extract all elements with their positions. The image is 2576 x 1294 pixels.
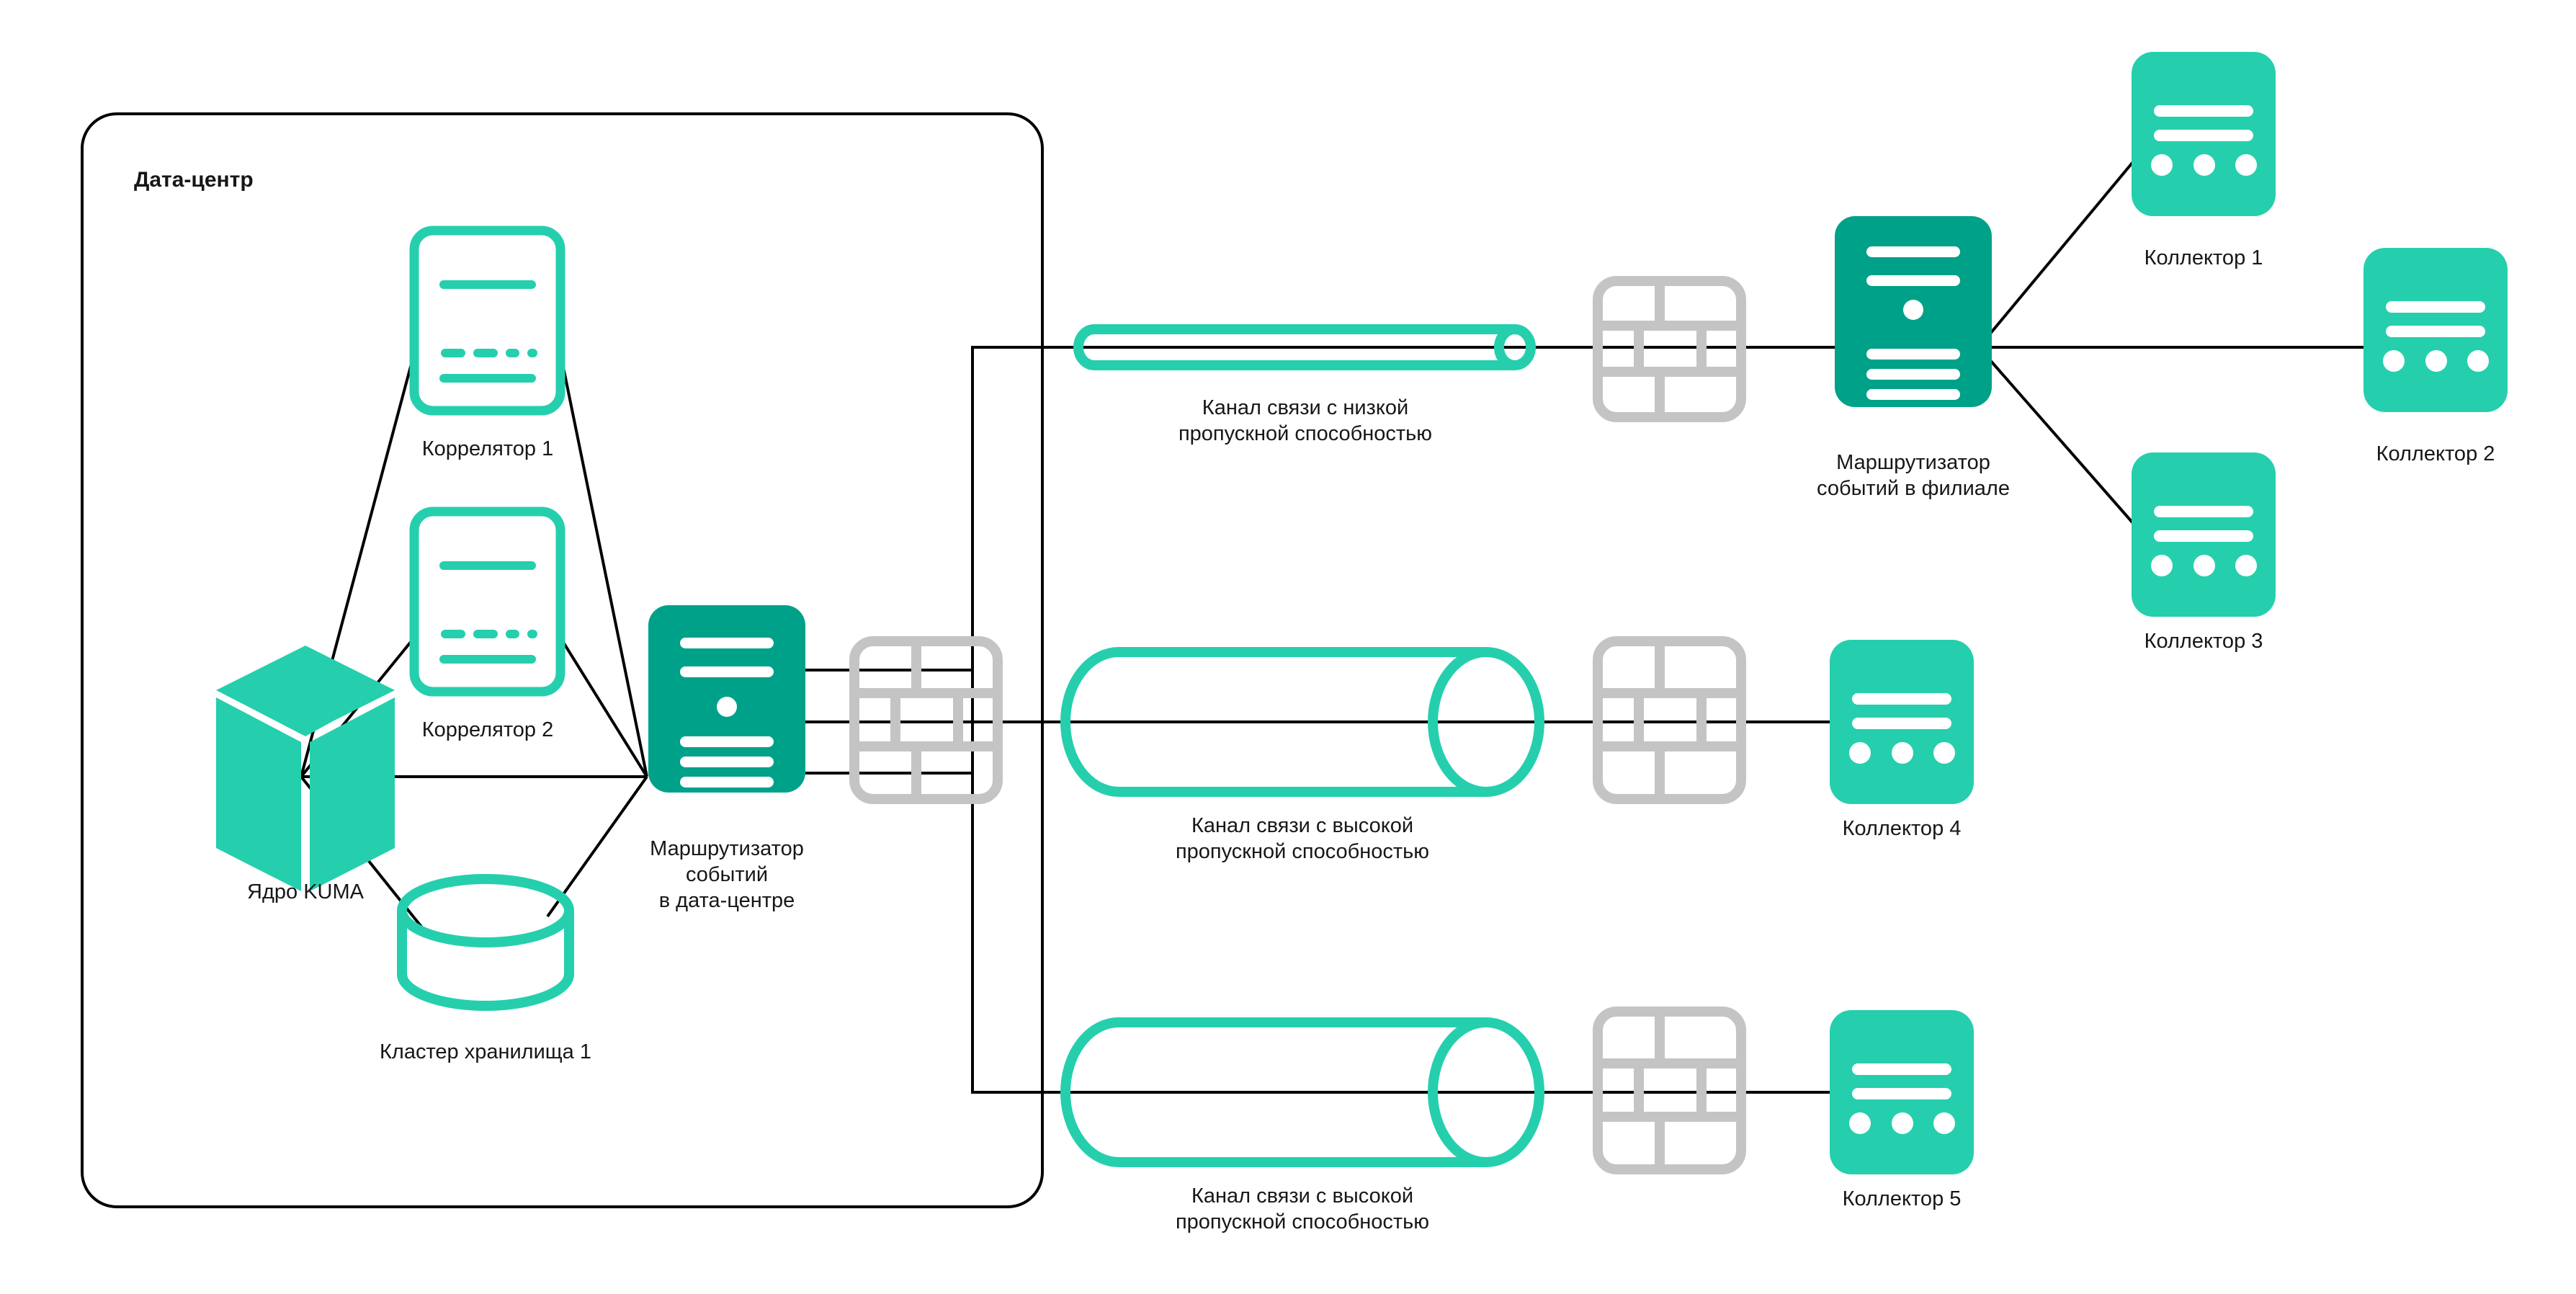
label-storage-cluster-1: Кластер хранилища 1 bbox=[380, 1040, 591, 1063]
line-to-high-channel-2 bbox=[854, 669, 1608, 1094]
correlator-icon-2 bbox=[409, 507, 565, 697]
label-channel-high-bandwidth-2: Канал связи с высокой пропускной способн… bbox=[1175, 1184, 1430, 1233]
connector-lines-branch-fan bbox=[1977, 148, 2371, 536]
connector-lines-router-firewall bbox=[805, 669, 854, 775]
collector-icon-1 bbox=[2132, 52, 2276, 216]
label-collector-3: Коллектор 3 bbox=[2144, 630, 2263, 653]
collector-icon-2 bbox=[2363, 248, 2508, 412]
line-branch-to-collector1 bbox=[1977, 148, 2145, 349]
datacenter-title: Дата-центр bbox=[134, 168, 254, 192]
label-router-branch: Маршрутизатор событий в филиале bbox=[1817, 451, 2010, 500]
database-cylinder-icon bbox=[397, 874, 574, 1011]
label-collector-1: Коллектор 1 bbox=[2144, 246, 2263, 269]
label-correlator-2: Коррелятор 2 bbox=[421, 718, 554, 741]
connector-lines-channels bbox=[854, 346, 1608, 1094]
server-router-icon-dc bbox=[648, 605, 805, 793]
label-router-dc: Маршрутизатор событий в дата-центре bbox=[650, 837, 804, 912]
wide-pipe-icon-1 bbox=[1060, 647, 1544, 797]
label-correlator-1: Коррелятор 1 bbox=[421, 437, 554, 460]
wide-pipe-icon-2 bbox=[1060, 1017, 1544, 1167]
line-correlator1-to-router bbox=[559, 352, 648, 777]
thin-pipe-icon bbox=[1073, 324, 1536, 370]
cube-icon bbox=[216, 646, 395, 891]
brick-wall-icon-branch-top bbox=[1593, 276, 1746, 422]
line-correlator2-to-router bbox=[559, 636, 648, 778]
label-channel-high-bandwidth-1: Канал связи с высокой пропускной способн… bbox=[1175, 814, 1430, 863]
label-collector-5: Коллектор 5 bbox=[1842, 1187, 1962, 1210]
server-router-icon-branch bbox=[1835, 216, 1992, 407]
line-branch-to-collector3 bbox=[1977, 346, 2145, 536]
correlator-icon-1 bbox=[409, 226, 565, 416]
brick-wall-icon-dc bbox=[849, 636, 1003, 804]
collector-icon-4 bbox=[1830, 640, 1974, 804]
label-collector-2: Коллектор 2 bbox=[2376, 442, 2495, 465]
collector-icon-3 bbox=[2132, 452, 2276, 617]
label-channel-low-bandwidth: Канал связи с низкой пропускной способно… bbox=[1178, 396, 1433, 445]
label-collector-4: Коллектор 4 bbox=[1842, 817, 1962, 840]
datacenter-boundary bbox=[81, 112, 1044, 1208]
brick-wall-icon-branch-bottom bbox=[1593, 1007, 1746, 1174]
label-kuma-core: Ядро KUMA bbox=[247, 880, 364, 903]
brick-wall-icon-branch-middle bbox=[1593, 636, 1746, 804]
collector-icon-5 bbox=[1830, 1010, 1974, 1174]
